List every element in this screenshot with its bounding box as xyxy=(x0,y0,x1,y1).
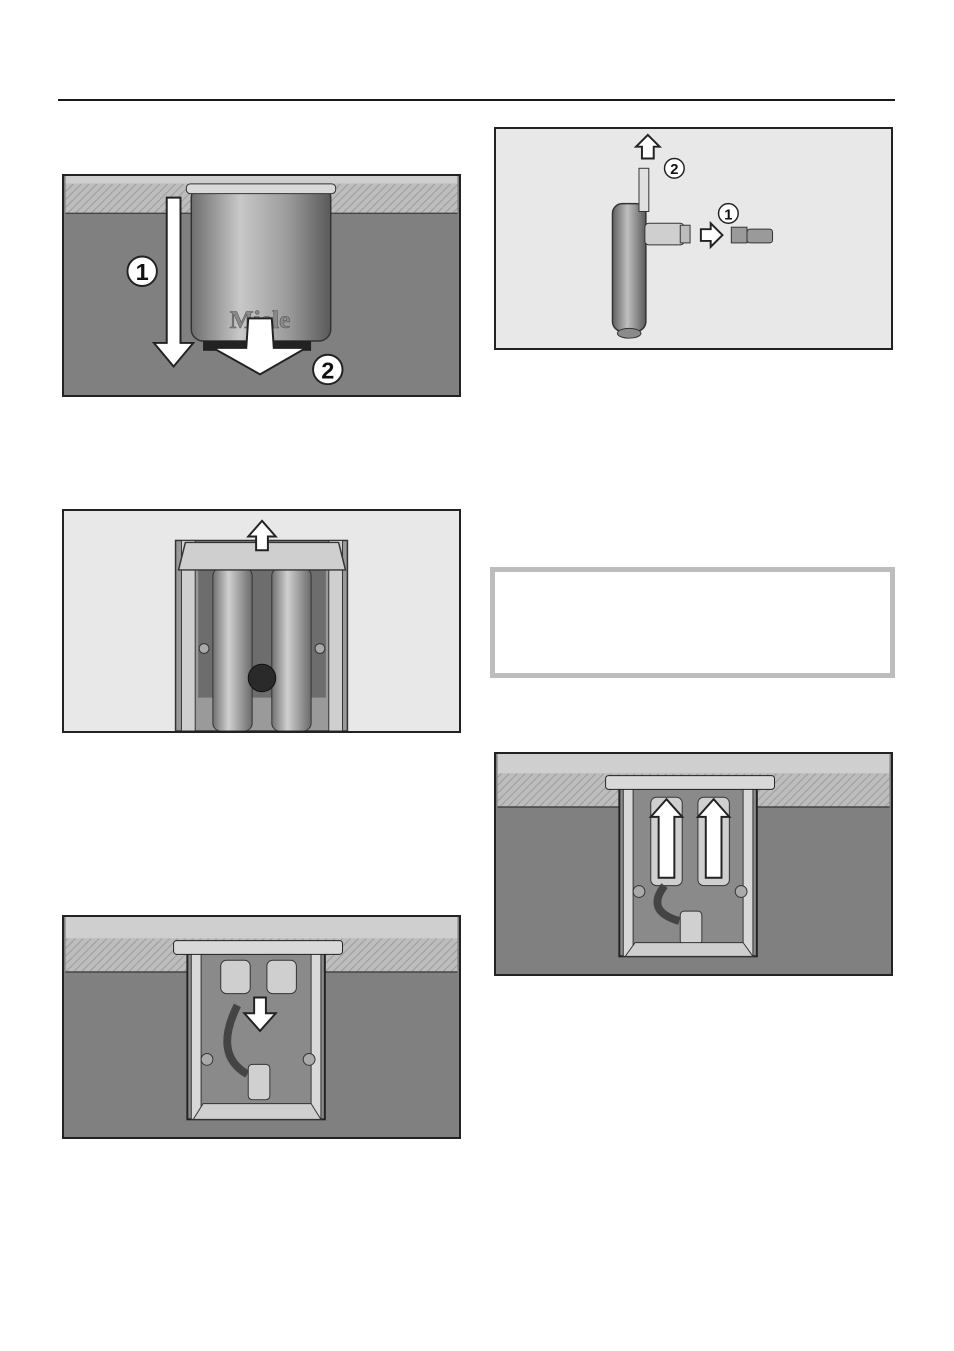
cartridge-pull-illustration xyxy=(64,917,459,1137)
figure-holder-lift xyxy=(62,509,461,733)
cartridge-detail-illustration: 2 1 xyxy=(496,129,891,348)
callout-2-label: 2 xyxy=(321,357,334,383)
holder-illustration xyxy=(64,511,459,731)
cartridge-insert-illustration xyxy=(496,754,891,974)
note-box xyxy=(490,567,895,678)
arrow-right-icon xyxy=(701,223,723,247)
figure-canister-removal: Miele 1 2 xyxy=(62,174,461,397)
figure-cartridge-detail: 2 1 xyxy=(494,127,893,350)
callout-1-label: 1 xyxy=(136,259,149,285)
callout-2-label: 2 xyxy=(670,162,678,178)
figure-cartridge-insert xyxy=(494,752,893,976)
arrow-down-icon xyxy=(154,198,193,367)
callout-1-label: 1 xyxy=(724,207,732,223)
canister-illustration: Miele 1 2 xyxy=(64,176,459,395)
figure-cartridge-pull xyxy=(62,915,461,1139)
header-rule xyxy=(58,99,895,101)
arrow-up-icon xyxy=(636,135,660,159)
